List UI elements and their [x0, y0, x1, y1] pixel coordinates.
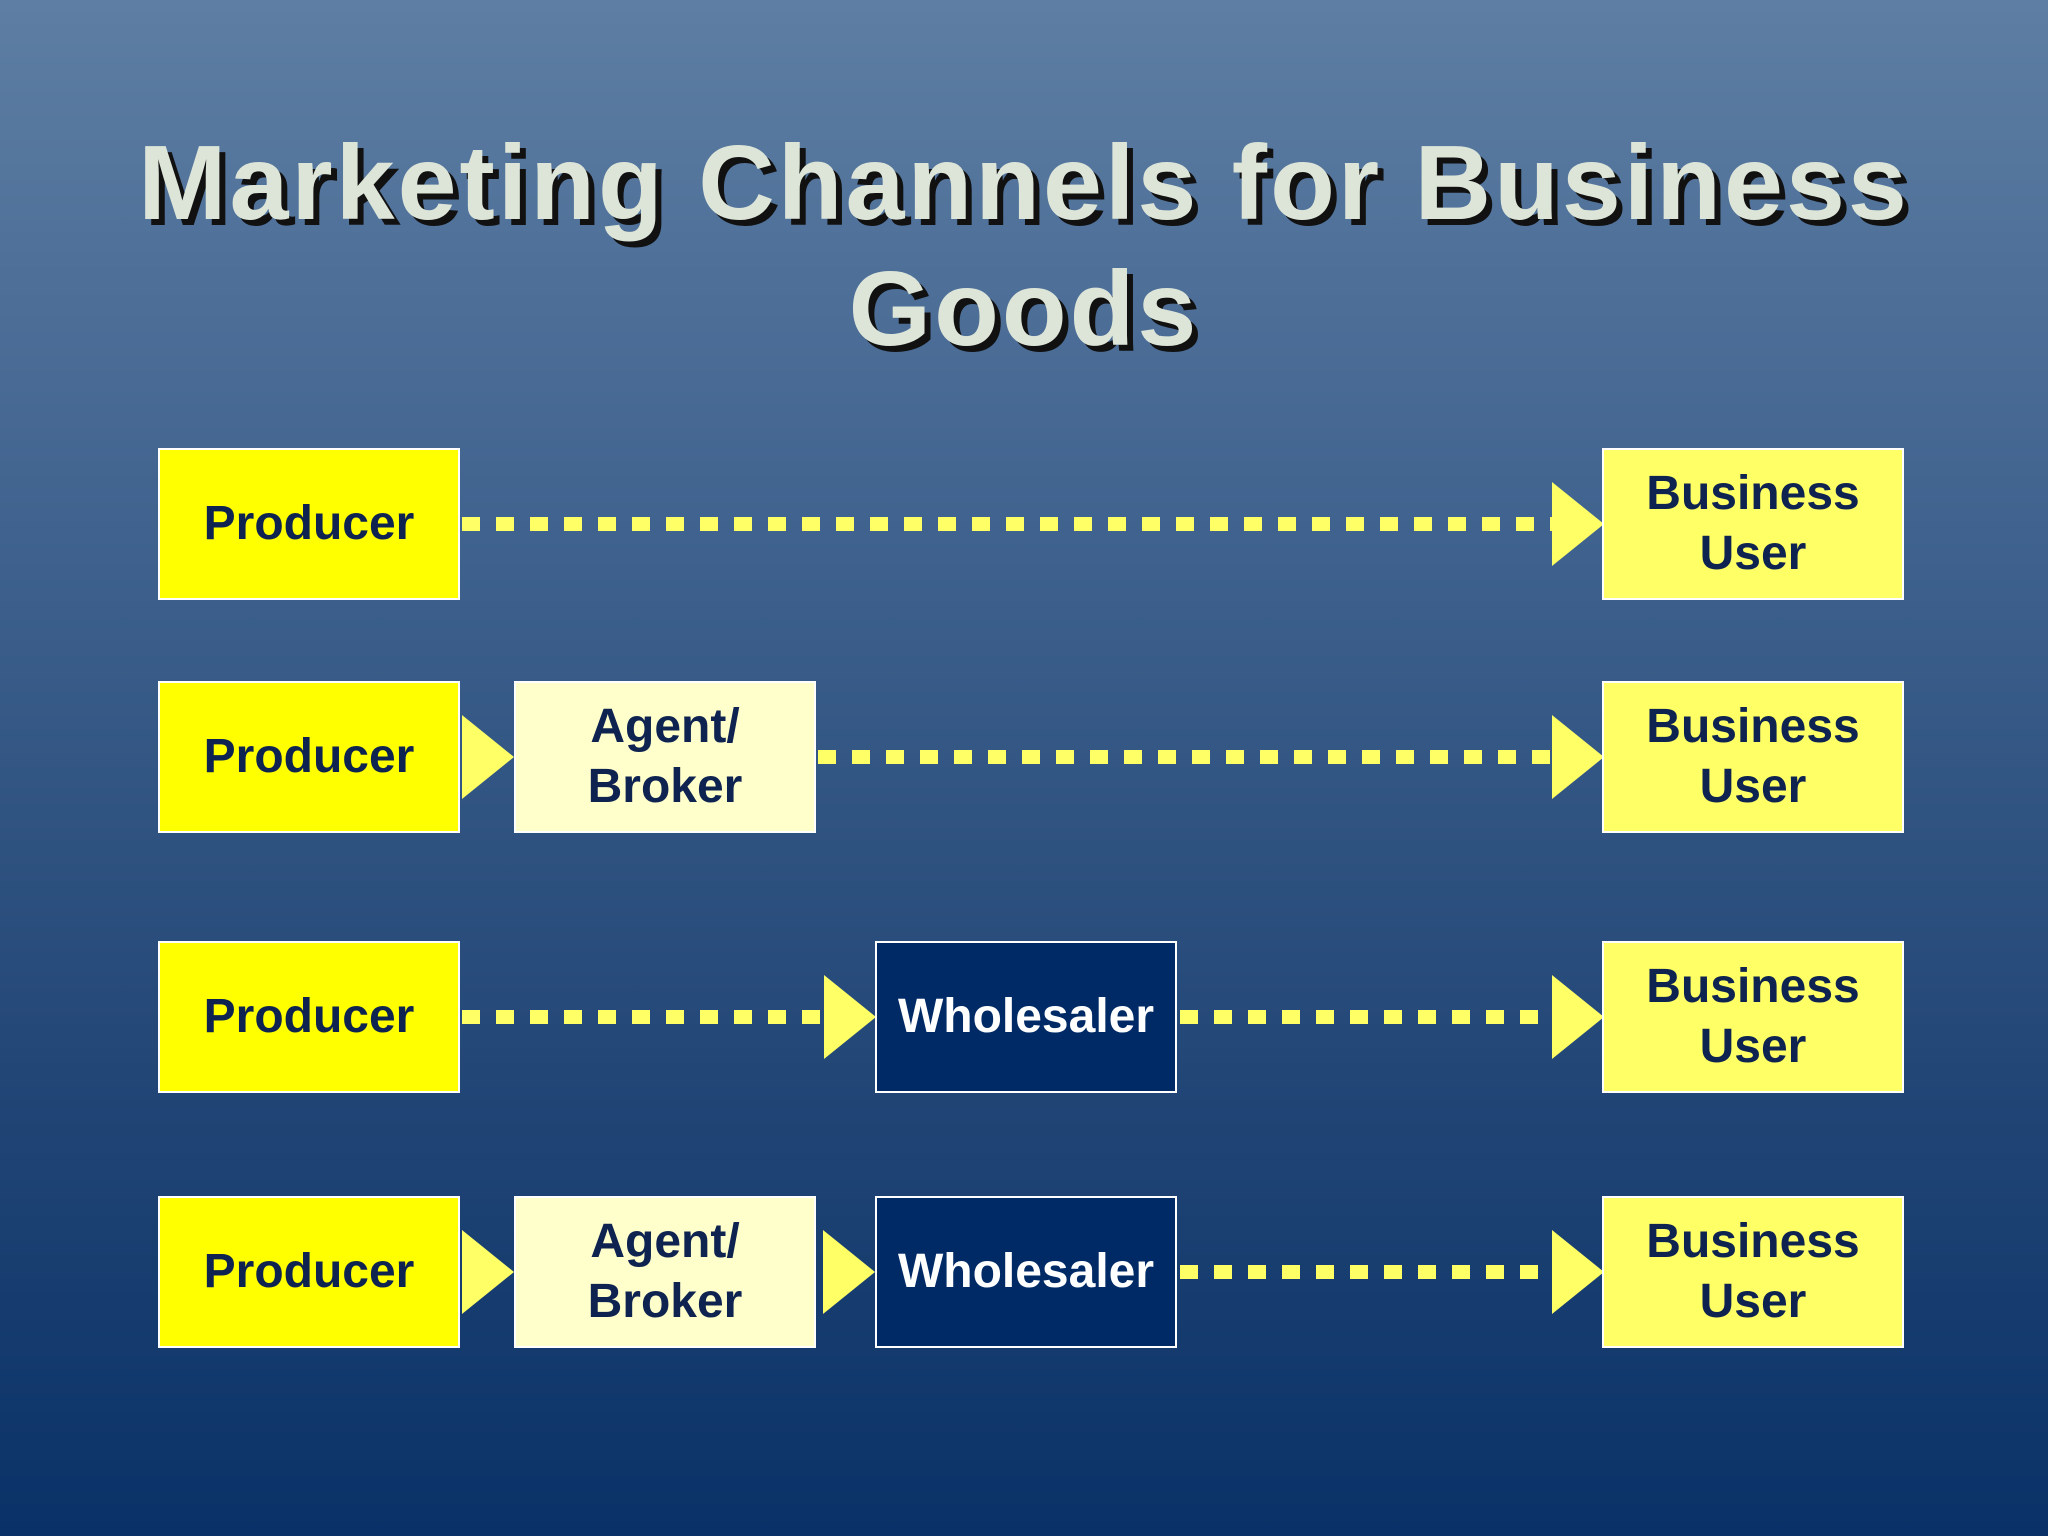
- dotted-connector: [1180, 1010, 1552, 1024]
- business-user-box: Business User: [1602, 941, 1904, 1093]
- wholesaler-box: Wholesaler: [875, 1196, 1177, 1348]
- producer-box: Producer: [158, 681, 460, 833]
- business-user-box: Business User: [1602, 681, 1904, 833]
- producer-box: Producer: [158, 448, 460, 600]
- producer-box: Producer: [158, 1196, 460, 1348]
- producer-box: Producer: [158, 941, 460, 1093]
- slide-title: Marketing Channels for Business Goods: [138, 124, 1910, 368]
- business-user-box: Business User: [1602, 1196, 1904, 1348]
- arrow-right-icon: [1552, 715, 1604, 799]
- dotted-connector: [1180, 1265, 1552, 1279]
- agent-broker-box: Agent/ Broker: [514, 681, 816, 833]
- dotted-connector: [818, 750, 1552, 764]
- arrow-right-icon: [824, 975, 876, 1059]
- agent-broker-box: Agent/ Broker: [514, 1196, 816, 1348]
- arrow-right-icon: [1552, 975, 1604, 1059]
- arrow-right-icon: [1552, 482, 1604, 566]
- arrow-right-icon: [462, 1230, 514, 1314]
- arrow-right-icon: [823, 1230, 875, 1314]
- dotted-connector: [462, 1010, 824, 1024]
- arrow-right-icon: [462, 715, 514, 799]
- wholesaler-box: Wholesaler: [875, 941, 1177, 1093]
- arrow-right-icon: [1552, 1230, 1604, 1314]
- business-user-box: Business User: [1602, 448, 1904, 600]
- dotted-connector: [462, 517, 1552, 531]
